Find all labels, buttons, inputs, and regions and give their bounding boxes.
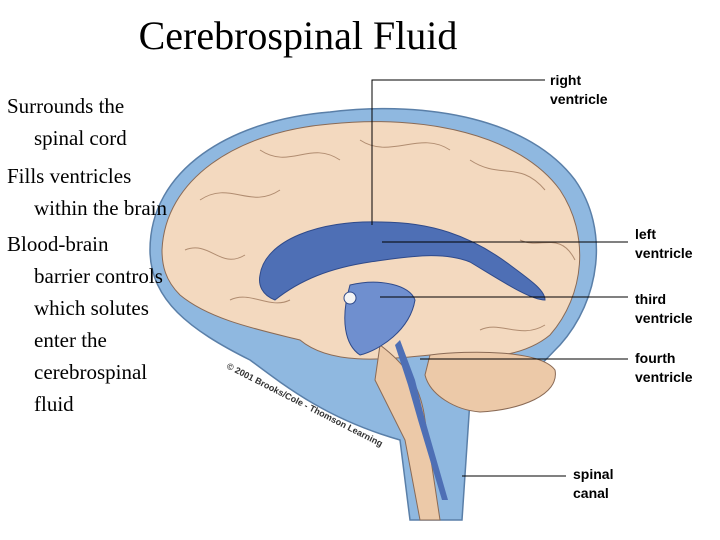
bullet-line: Surrounds the xyxy=(7,94,125,118)
label-line: spinal xyxy=(573,466,614,482)
brainstem xyxy=(374,344,441,521)
label-line: fourth xyxy=(635,350,676,366)
lateral-ventricle xyxy=(259,221,546,301)
bullet-fills: Fills ventricles within the brain xyxy=(7,160,167,224)
label-right-ventricle: right ventricle xyxy=(550,71,608,109)
page-title: Cerebrospinal Fluid xyxy=(0,12,720,59)
bullet-line: within the brain xyxy=(34,196,167,220)
label-left-ventricle: left ventricle xyxy=(635,225,693,263)
bullet-line: cerebrospinal xyxy=(34,360,148,384)
cerebellum xyxy=(424,351,556,413)
bullet-line: fluid xyxy=(34,392,74,416)
label-third-ventricle: third ventricle xyxy=(635,290,693,328)
label-line: third xyxy=(635,291,667,307)
label-line: ventricle xyxy=(635,369,693,385)
title-text: Cerebrospinal Fluid xyxy=(138,13,458,58)
bullet-line: spinal cord xyxy=(34,126,127,150)
bullet-line: barrier controls xyxy=(34,264,163,288)
label-line: ventricle xyxy=(635,245,693,261)
leader-lines xyxy=(371,79,628,477)
third-ventricle xyxy=(344,281,416,356)
bullet-surrounds: Surrounds the spinal cord xyxy=(7,90,127,154)
bullet-barrier: Blood-brain barrier controls which solut… xyxy=(7,228,163,420)
bullet-line: Fills ventricles xyxy=(7,164,132,188)
bullet-line: Blood-brain xyxy=(7,232,109,256)
label-line: canal xyxy=(573,485,609,501)
fourth-ventricle-canal xyxy=(395,340,448,500)
label-fourth-ventricle: fourth ventricle xyxy=(635,349,693,387)
label-line: left xyxy=(635,226,656,242)
label-line: ventricle xyxy=(635,310,693,326)
label-line: ventricle xyxy=(550,91,608,107)
bullet-line: which solutes xyxy=(34,296,149,320)
bullet-line: enter the xyxy=(34,328,107,352)
label-spinal-canal: spinal canal xyxy=(573,465,613,503)
label-line: right xyxy=(550,72,582,88)
